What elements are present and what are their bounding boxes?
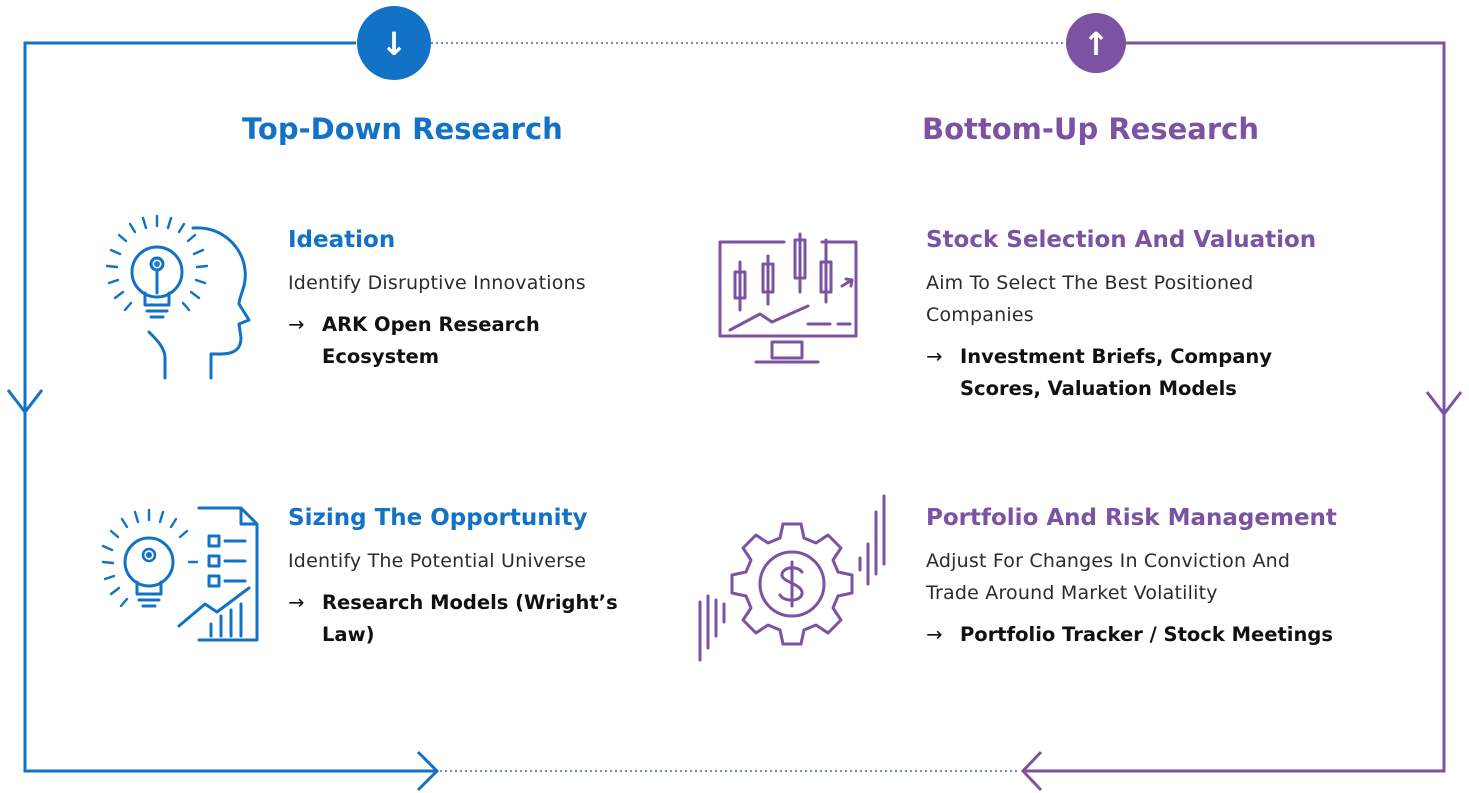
stock-selection-block: Stock Selection And Valuation Aim To Sel… bbox=[926, 226, 1326, 405]
top-down-badge bbox=[357, 6, 431, 80]
bottom-up-title: Bottom-Up Research bbox=[922, 112, 1259, 146]
ideation-link[interactable]: → ARK Open Research Ecosystem bbox=[288, 309, 618, 373]
right-arrow-icon: → bbox=[288, 591, 305, 614]
ideation-title: Ideation bbox=[288, 227, 396, 253]
lightbulb-head-icon bbox=[105, 214, 251, 380]
sizing-description: Identify The Potential Universe bbox=[288, 550, 587, 572]
right-arrow-icon: → bbox=[926, 345, 943, 368]
lightbulb-document-icon bbox=[101, 506, 259, 642]
right-arrow-icon: → bbox=[926, 623, 943, 646]
sizing-link-text[interactable]: Research Models (Wright’s Law) bbox=[322, 591, 618, 646]
sizing-link[interactable]: → Research Models (Wright’s Law) bbox=[288, 587, 648, 651]
dollar-gear-icon bbox=[698, 494, 886, 662]
arrow-up-icon: ↑ bbox=[1083, 25, 1110, 63]
arrow-down-icon: ↓ bbox=[381, 25, 408, 63]
stock-selection-link[interactable]: → Investment Briefs, Company Scores, Val… bbox=[926, 341, 1326, 405]
bottom-up-flow-line bbox=[1025, 41, 1446, 773]
portfolio-block: Portfolio And Risk Management Adjust For… bbox=[926, 504, 1386, 651]
ideation-block: Ideation Identify Disruptive Innovations… bbox=[288, 226, 618, 373]
portfolio-description: Adjust For Changes In Conviction And Tra… bbox=[926, 550, 1291, 604]
sizing-block: Sizing The Opportunity Identify The Pote… bbox=[288, 504, 648, 651]
bottom-up-badge bbox=[1066, 13, 1126, 73]
portfolio-title: Portfolio And Risk Management bbox=[926, 505, 1337, 531]
right-arrow-icon: → bbox=[288, 313, 305, 336]
top-down-title: Top-Down Research bbox=[242, 112, 563, 146]
portfolio-link[interactable]: → Portfolio Tracker / Stock Meetings bbox=[926, 619, 1386, 651]
stock-selection-description: Aim To Select The Best Positioned Compan… bbox=[926, 272, 1254, 326]
top-down-flow-line bbox=[23, 41, 436, 773]
bottom-left-pointing-arrowhead bbox=[1020, 750, 1043, 792]
right-side-arrowhead bbox=[1425, 391, 1463, 417]
candlestick-monitor-icon bbox=[718, 232, 858, 364]
bottom-right-pointing-arrowhead bbox=[416, 750, 440, 792]
stock-selection-title: Stock Selection And Valuation bbox=[926, 227, 1317, 253]
ideation-link-text[interactable]: ARK Open Research Ecosystem bbox=[322, 313, 540, 368]
left-side-arrowhead bbox=[6, 389, 44, 415]
stock-selection-link-text[interactable]: Investment Briefs, Company Scores, Valua… bbox=[960, 345, 1272, 400]
ideation-description: Identify Disruptive Innovations bbox=[288, 272, 586, 294]
sizing-title: Sizing The Opportunity bbox=[288, 505, 588, 531]
portfolio-link-text[interactable]: Portfolio Tracker / Stock Meetings bbox=[960, 623, 1333, 646]
